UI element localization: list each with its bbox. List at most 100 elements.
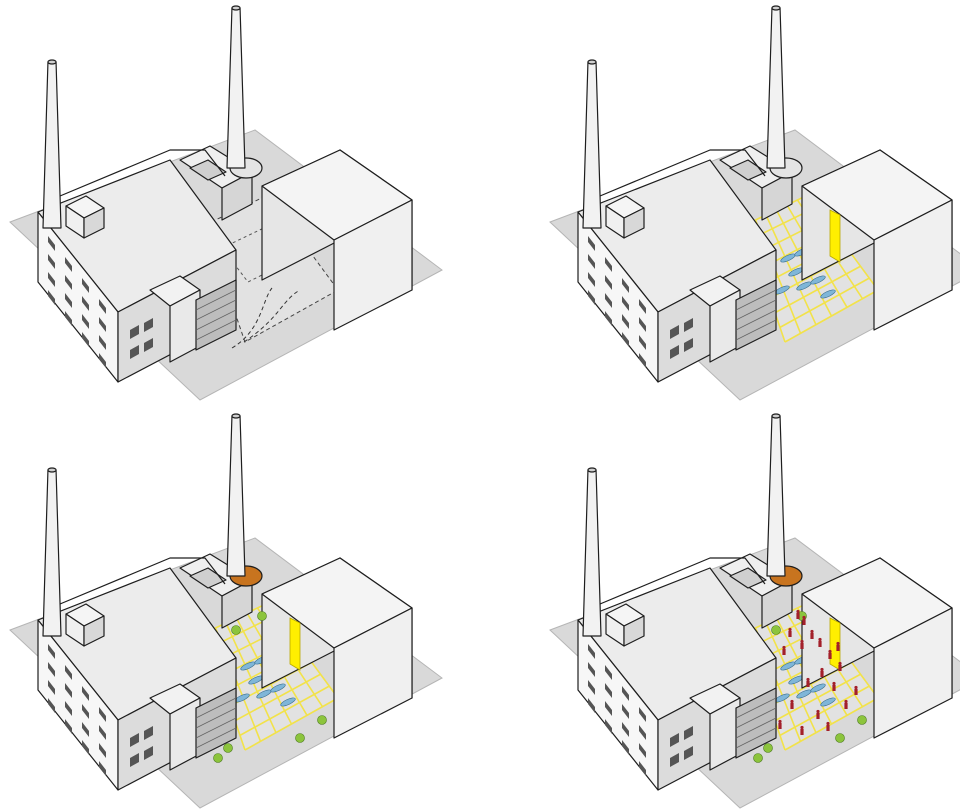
frame-line <box>735 707 777 729</box>
person <box>778 723 782 729</box>
window <box>622 704 629 719</box>
plant <box>223 743 233 753</box>
person-head <box>810 629 814 634</box>
person <box>836 645 840 651</box>
scene <box>549 5 960 401</box>
window <box>588 644 595 659</box>
window <box>639 761 646 776</box>
person <box>816 713 820 719</box>
chimney-right <box>226 415 246 577</box>
window <box>639 317 646 332</box>
rooftop-box-front <box>83 615 105 647</box>
window <box>684 318 693 332</box>
window <box>588 272 595 287</box>
window <box>622 740 629 755</box>
person <box>828 653 832 659</box>
person-head <box>796 609 800 614</box>
window <box>622 686 629 701</box>
window <box>65 275 72 290</box>
person <box>826 725 830 731</box>
person <box>838 665 842 671</box>
bench <box>270 683 286 693</box>
window <box>605 311 612 326</box>
window <box>82 722 89 737</box>
plant <box>317 715 327 725</box>
person-head <box>838 661 842 666</box>
window <box>48 236 55 251</box>
window <box>130 325 139 339</box>
window <box>605 701 612 716</box>
grid-line <box>779 685 870 737</box>
person <box>832 685 836 691</box>
window <box>605 665 612 680</box>
window <box>48 290 55 305</box>
glazed-frame <box>195 279 237 351</box>
window <box>99 299 106 314</box>
window <box>65 257 72 272</box>
bench <box>820 697 836 707</box>
person <box>810 633 814 639</box>
person-head <box>790 699 794 704</box>
person-head <box>782 645 786 650</box>
hall-front-face <box>873 199 953 331</box>
person-head <box>788 627 792 632</box>
connector-courtyard <box>189 567 227 589</box>
chimney-left-top <box>47 59 57 65</box>
grid-line <box>779 277 870 329</box>
window <box>684 726 693 740</box>
person-head <box>802 615 806 620</box>
rooftop-box-front <box>623 615 645 647</box>
scene <box>9 413 443 809</box>
window-group <box>588 644 646 776</box>
person-head <box>828 649 832 654</box>
person <box>854 689 858 695</box>
window <box>639 725 646 740</box>
frame-line <box>195 309 237 331</box>
chimney-right-top <box>771 5 781 11</box>
roof-parapet <box>599 149 766 197</box>
plant <box>763 743 773 753</box>
chimney-left <box>582 61 602 229</box>
window <box>605 683 612 698</box>
window <box>144 726 153 740</box>
panel-stage-3 <box>0 408 480 810</box>
frame-line <box>735 697 777 719</box>
hall-front-face <box>873 607 953 739</box>
plants <box>213 611 327 763</box>
rooftop-box-front <box>623 207 645 239</box>
frame-line <box>735 299 777 321</box>
plant <box>771 625 781 635</box>
person <box>782 649 786 655</box>
connector-courtyard <box>729 159 767 181</box>
person <box>796 613 800 619</box>
window <box>48 698 55 713</box>
window <box>588 680 595 695</box>
window <box>144 318 153 332</box>
window <box>130 753 139 767</box>
window <box>99 707 106 722</box>
chimney-left <box>582 469 602 637</box>
person-head <box>844 699 848 704</box>
window <box>65 311 72 326</box>
person-head <box>854 685 858 690</box>
window <box>605 257 612 272</box>
window <box>99 335 106 350</box>
person <box>788 631 792 637</box>
window <box>130 733 139 747</box>
panel-stage-4 <box>540 408 960 810</box>
bench <box>280 697 296 707</box>
connector-courtyard <box>189 159 227 181</box>
window <box>588 254 595 269</box>
window <box>99 317 106 332</box>
frame-line <box>195 299 237 321</box>
window <box>684 746 693 760</box>
grid-line <box>234 673 321 722</box>
person-head <box>806 677 810 682</box>
frame-line <box>735 309 777 331</box>
frame-line <box>735 717 777 739</box>
chimney-left <box>42 61 62 229</box>
people <box>778 609 858 735</box>
person-head <box>836 641 840 646</box>
panel-stage-1 <box>0 0 480 402</box>
